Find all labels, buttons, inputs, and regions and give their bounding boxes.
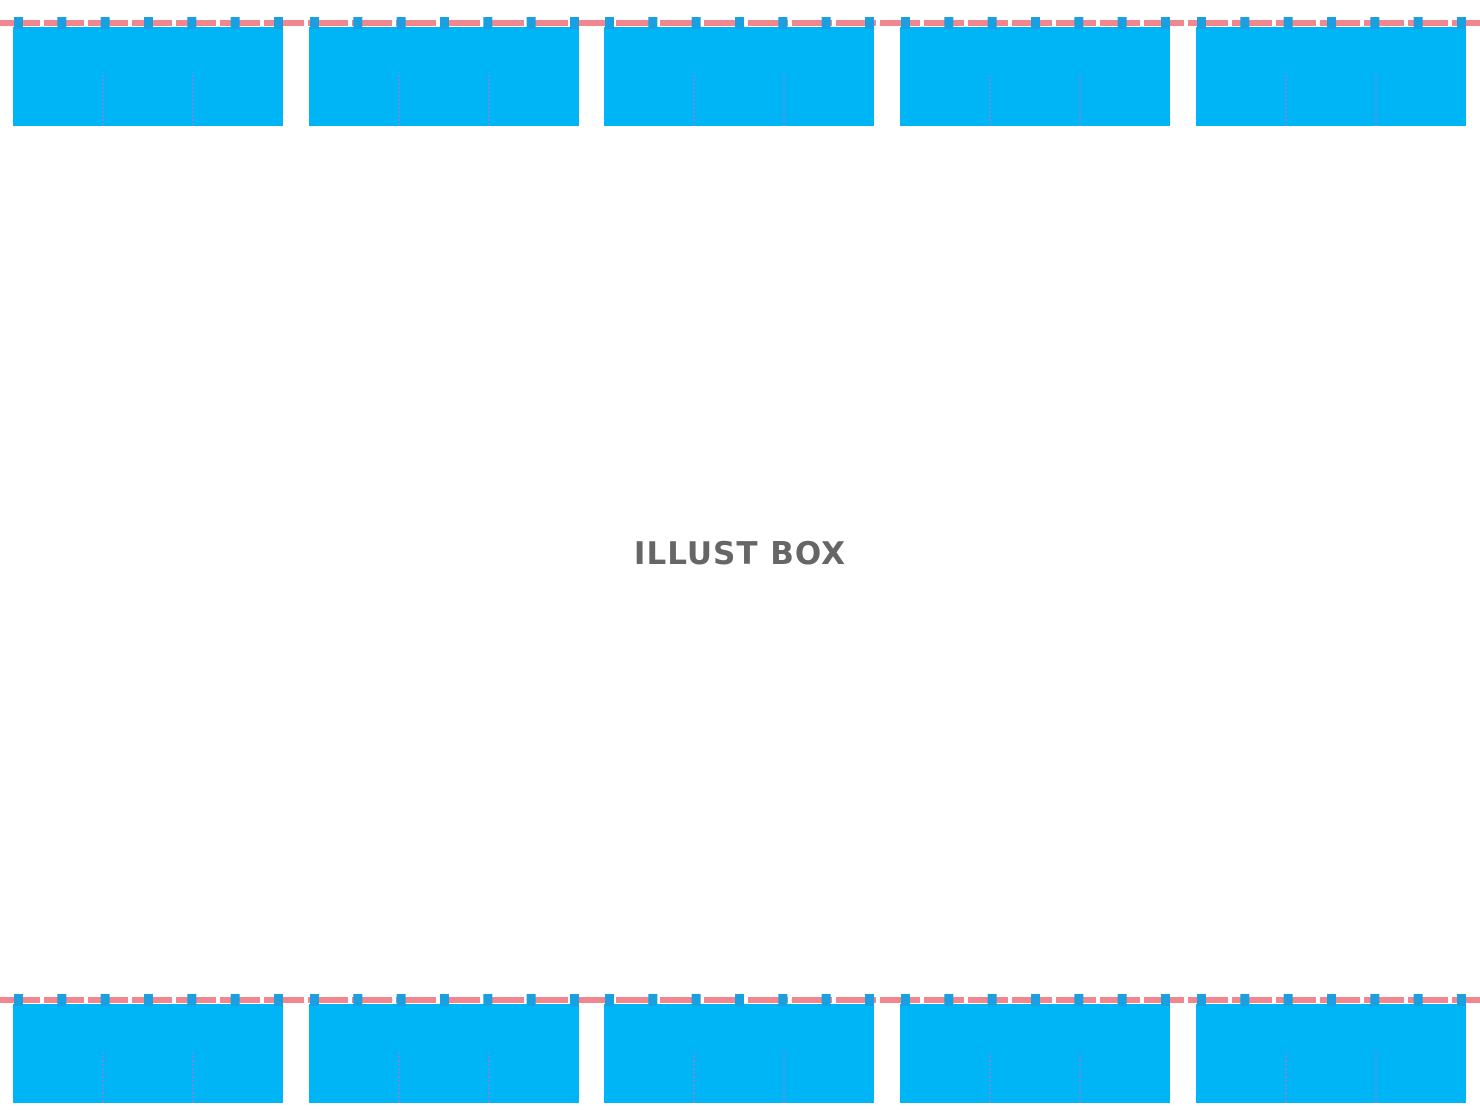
curtain-tab bbox=[1413, 994, 1423, 1006]
curtain-tab bbox=[353, 994, 363, 1006]
curtain-tab bbox=[274, 994, 283, 1006]
curtain-tab bbox=[1197, 994, 1206, 1006]
curtain-tab bbox=[865, 994, 874, 1006]
curtain-tab bbox=[944, 17, 954, 29]
curtain-tab bbox=[274, 17, 283, 29]
curtain-tab bbox=[778, 17, 788, 29]
curtain-body bbox=[309, 27, 579, 126]
curtain-tab bbox=[865, 17, 874, 29]
curtain-tab bbox=[1161, 17, 1170, 29]
curtain-tab bbox=[570, 994, 579, 1006]
curtain-tab bbox=[310, 17, 319, 29]
curtain-body bbox=[1196, 1004, 1466, 1103]
top-curtain bbox=[1196, 17, 1466, 126]
curtain-tab bbox=[526, 17, 536, 29]
curtain-tab bbox=[230, 994, 240, 1006]
curtain-tab bbox=[1240, 17, 1250, 29]
bottom-curtain bbox=[1196, 994, 1466, 1103]
noren-curtains-bottom bbox=[0, 994, 1480, 1103]
curtain-tab bbox=[605, 994, 614, 1006]
curtain-tab bbox=[901, 17, 910, 29]
curtain-tab bbox=[691, 994, 701, 1006]
curtain-body bbox=[604, 27, 874, 126]
curtain-body bbox=[900, 27, 1170, 126]
curtain-tab bbox=[1117, 994, 1127, 1006]
curtain-tab bbox=[100, 17, 110, 29]
curtain-tab bbox=[901, 994, 910, 1006]
curtain-tab bbox=[605, 17, 614, 29]
curtain-tab bbox=[483, 994, 493, 1006]
curtain-tab bbox=[1457, 994, 1466, 1006]
curtain-body bbox=[13, 27, 283, 126]
curtain-tab bbox=[944, 994, 954, 1006]
watermark-text: ILLUST BOX bbox=[633, 536, 847, 572]
curtain-body bbox=[13, 1004, 283, 1103]
curtain-tab bbox=[821, 994, 831, 1006]
noren-curtains-top bbox=[0, 17, 1480, 126]
curtain-tab bbox=[187, 17, 197, 29]
curtain-tab bbox=[440, 994, 449, 1006]
curtain-tab bbox=[1327, 994, 1336, 1006]
curtain-tab bbox=[987, 994, 997, 1006]
curtain-tab bbox=[1031, 17, 1040, 29]
curtain-tab bbox=[14, 994, 23, 1006]
curtain-tab bbox=[1031, 994, 1040, 1006]
curtain-tab bbox=[1161, 994, 1170, 1006]
curtain-tab bbox=[230, 17, 240, 29]
curtain-tab bbox=[1240, 994, 1250, 1006]
curtain-tab bbox=[987, 17, 997, 29]
curtain-tab bbox=[57, 17, 67, 29]
curtain-tab bbox=[440, 17, 449, 29]
curtain-tab bbox=[100, 994, 110, 1006]
noren-row-top bbox=[0, 17, 1480, 127]
curtain-tab bbox=[570, 17, 579, 29]
curtain-tab bbox=[648, 994, 658, 1006]
curtain-body bbox=[1196, 27, 1466, 126]
curtain-tab bbox=[1413, 17, 1423, 29]
curtain-tab bbox=[396, 994, 406, 1006]
curtain-tab bbox=[1117, 17, 1127, 29]
curtain-tab bbox=[1283, 17, 1293, 29]
curtain-tab bbox=[1370, 17, 1380, 29]
curtain-tab bbox=[353, 17, 363, 29]
curtain-tab bbox=[1283, 994, 1293, 1006]
curtain-body bbox=[604, 1004, 874, 1103]
curtain-tab bbox=[526, 994, 536, 1006]
curtain-tab bbox=[14, 17, 23, 29]
curtain-tab bbox=[1074, 994, 1084, 1006]
curtain-tab bbox=[483, 17, 493, 29]
curtain-tab bbox=[144, 994, 153, 1006]
curtain-tab bbox=[1457, 17, 1466, 29]
curtain-tab bbox=[57, 994, 67, 1006]
noren-row-bottom bbox=[0, 994, 1480, 1104]
curtain-tab bbox=[1370, 994, 1380, 1006]
curtain-tab bbox=[648, 17, 658, 29]
bottom-curtain bbox=[13, 994, 283, 1103]
curtain-tab bbox=[735, 994, 744, 1006]
bottom-curtain bbox=[900, 994, 1170, 1103]
curtain-tab bbox=[1327, 17, 1336, 29]
curtain-tab bbox=[187, 994, 197, 1006]
curtain-tab bbox=[396, 17, 406, 29]
top-curtain bbox=[309, 17, 579, 126]
curtain-tab bbox=[821, 17, 831, 29]
curtain-body bbox=[309, 1004, 579, 1103]
curtain-tab bbox=[1197, 17, 1206, 29]
curtain-body bbox=[900, 1004, 1170, 1103]
curtain-tab bbox=[310, 994, 319, 1006]
bottom-curtain bbox=[604, 994, 874, 1103]
top-curtain bbox=[604, 17, 874, 126]
curtain-tab bbox=[144, 17, 153, 29]
curtain-tab bbox=[778, 994, 788, 1006]
top-curtain bbox=[13, 17, 283, 126]
curtain-tab bbox=[735, 17, 744, 29]
curtain-tab bbox=[691, 17, 701, 29]
top-curtain bbox=[900, 17, 1170, 126]
curtain-tab bbox=[1074, 17, 1084, 29]
bottom-curtain bbox=[309, 994, 579, 1103]
